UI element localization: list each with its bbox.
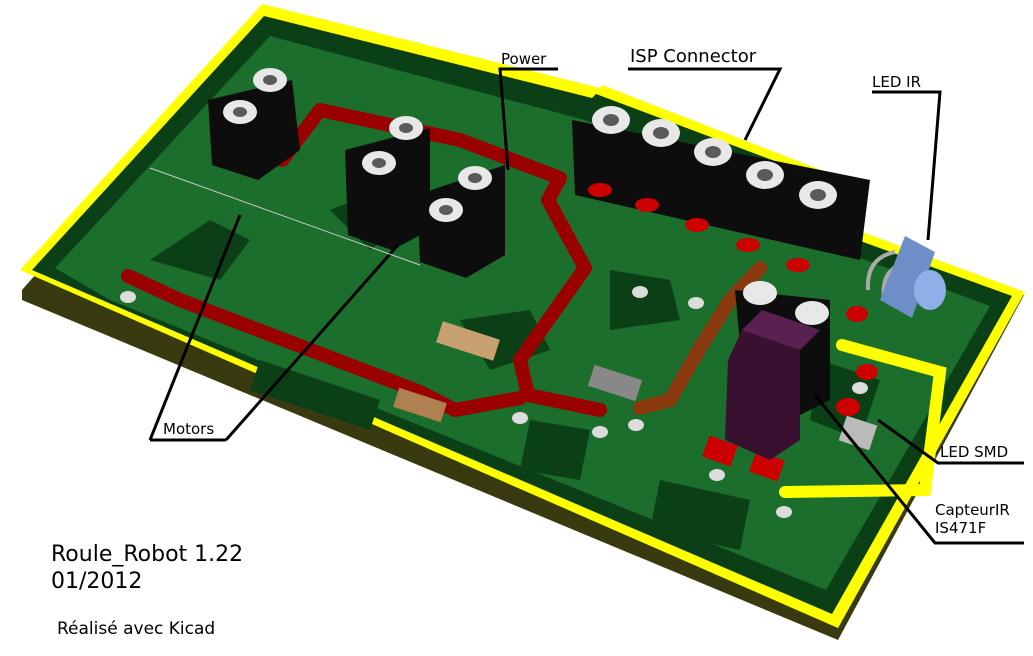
label-motors: Motors [163, 420, 215, 438]
project-date: 01/2012 [51, 569, 143, 594]
silk-line [149, 167, 421, 266]
motor-connector-1 [208, 68, 300, 180]
project-title: Roule_Robot 1.22 [51, 542, 244, 567]
motor-connector-2 [345, 116, 430, 250]
label-capteur-ir: CapteurIR IS471F [935, 501, 1010, 537]
footer-block: Roule_Robot 1.22 01/2012 [51, 541, 243, 595]
smd-resistors [393, 321, 878, 451]
led-ir [865, 236, 946, 318]
pads [120, 286, 868, 518]
brown-trace [633, 261, 767, 415]
edge-cut-track [779, 339, 947, 498]
made-with-note: Réalisé avec Kicad [57, 619, 216, 639]
capteur-ir-sensor [725, 281, 830, 460]
isp-connector [572, 106, 870, 272]
label-led-ir: LED IR [872, 73, 921, 91]
label-capteur-line1: CapteurIR [935, 501, 1010, 519]
label-capteur-line2: IS471F [935, 519, 987, 537]
power-connector [417, 165, 505, 278]
label-power: Power [501, 50, 547, 68]
label-isp-connector: ISP Connector [630, 46, 757, 67]
label-led-smd: LED SMD [940, 443, 1009, 461]
smd-pads [702, 306, 878, 482]
leader-lines [148, 67, 1024, 545]
